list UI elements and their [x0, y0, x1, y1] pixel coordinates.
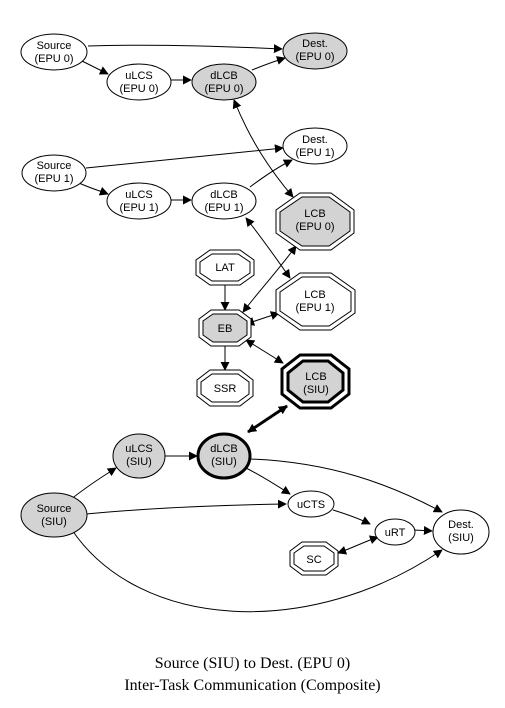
svg-text:Source: Source: [37, 503, 72, 515]
svg-text:(EPU 0): (EPU 0): [119, 83, 158, 95]
node-dest-epu1: Dest. (EPU 1): [282, 127, 348, 165]
node-lcb-epu1: LCB (EPU 1): [275, 272, 356, 331]
edge-source-epu0-to-dest-epu0: [87, 44, 283, 54]
edge-sc-urt: [337, 535, 379, 555]
node-lat: LAT: [195, 249, 255, 286]
edge-eb-lcb-siu: [245, 339, 284, 364]
edge-source-siu-to-ucts: [85, 499, 287, 515]
svg-text:dLCB: dLCB: [210, 189, 238, 201]
svg-text:dLCB: dLCB: [210, 70, 238, 82]
edge-dlcb-siu-to-dest-siu: [249, 458, 443, 513]
edge-urt-to-dest-siu: [413, 526, 433, 536]
edge-source-siu-to-ulcs-siu: [69, 467, 117, 501]
svg-text:uRT: uRT: [385, 527, 406, 539]
svg-text:uLCS: uLCS: [125, 70, 153, 82]
edge-dlcb-siu-lcb-siu: [247, 404, 288, 434]
svg-text:(EPU 1): (EPU 1): [34, 173, 73, 185]
edge-source-epu0-to-ulcs-epu0: [79, 59, 109, 75]
node-dlcb-epu0: dLCB (EPU 0): [191, 63, 257, 101]
node-source-epu0: Source (EPU 0): [20, 33, 88, 71]
svg-text:LAT: LAT: [215, 262, 235, 274]
svg-text:(SIU): (SIU): [41, 516, 67, 528]
svg-text:Dest.: Dest.: [302, 134, 328, 146]
node-ulcs-epu0: uLCS (EPU 0): [106, 63, 172, 101]
svg-text:(SIU): (SIU): [126, 456, 152, 468]
edge-source-epu1-to-ulcs-epu1: [78, 182, 109, 196]
svg-text:(EPU 0): (EPU 0): [34, 53, 73, 65]
edge-eb-lcb-epu0: [242, 245, 297, 313]
svg-text:(SIU): (SIU): [303, 384, 329, 396]
node-ulcs-siu: uLCS (SIU): [112, 433, 166, 479]
svg-text:SSR: SSR: [214, 383, 237, 395]
svg-text:LCB: LCB: [304, 208, 325, 220]
node-dest-epu0: Dest. (EPU 0): [282, 32, 348, 70]
node-lcb-epu0: LCB (EPU 0): [275, 192, 355, 251]
node-dlcb-siu: dLCB (SIU): [196, 432, 252, 480]
node-urt: uRT: [374, 518, 416, 546]
svg-text:LCB: LCB: [305, 371, 326, 383]
node-sc: SC: [289, 541, 339, 576]
edge-dlcb-epu0-to-dest-epu0: [251, 56, 286, 71]
svg-text:(EPU 0): (EPU 0): [295, 51, 334, 63]
svg-text:Dest.: Dest.: [448, 519, 474, 531]
svg-text:(SIU): (SIU): [211, 456, 237, 468]
diagram-caption-subtitle: Inter-Task Communication (Composite): [124, 677, 381, 694]
node-eb: EB: [198, 309, 252, 347]
svg-text:SC: SC: [306, 554, 321, 566]
node-ucts: uCTS: [287, 490, 335, 518]
svg-text:(SIU): (SIU): [448, 532, 474, 544]
edge-dlcb-siu-to-ucts: [245, 467, 291, 495]
svg-text:EB: EB: [218, 323, 233, 335]
svg-text:(EPU 1): (EPU 1): [295, 302, 334, 314]
svg-text:uLCS: uLCS: [125, 443, 153, 455]
diagram-caption-title: Source (SIU) to Dest. (EPU 0): [154, 655, 351, 672]
node-dest-siu: Dest. (SIU): [432, 509, 490, 555]
edge-ucts-to-urt: [332, 509, 371, 525]
node-ssr: SSR: [196, 369, 254, 407]
communication-graph: Source (EPU 0) uLCS (EPU 0) dLCB (EPU 0)…: [20, 32, 490, 613]
svg-text:(EPU 0): (EPU 0): [204, 83, 243, 95]
svg-text:Dest.: Dest.: [302, 38, 328, 50]
svg-text:dLCB: dLCB: [210, 443, 238, 455]
svg-text:(EPU 0): (EPU 0): [295, 221, 334, 233]
svg-text:LCB: LCB: [304, 289, 325, 301]
node-source-epu1: Source (EPU 1): [21, 154, 87, 192]
svg-text:(EPU 1): (EPU 1): [119, 202, 158, 214]
svg-text:uCTS: uCTS: [297, 499, 325, 511]
node-source-siu: Source (SIU): [20, 492, 88, 538]
node-ulcs-epu1: uLCS (EPU 1): [106, 182, 172, 220]
edge-source-epu1-to-dest-epu1: [85, 144, 284, 169]
svg-text:Source: Source: [37, 160, 72, 172]
node-dlcb-epu1: dLCB (EPU 1): [191, 182, 257, 220]
svg-text:(EPU 1): (EPU 1): [204, 202, 243, 214]
node-lcb-siu: LCB (SIU): [280, 353, 351, 410]
svg-text:(EPU 1): (EPU 1): [295, 147, 334, 159]
edge-dlcb-epu0-lcb-epu0: [232, 99, 294, 198]
edge-dlcb-epu1-to-dest-epu1: [249, 159, 293, 188]
svg-text:uLCS: uLCS: [125, 189, 153, 201]
svg-text:Source: Source: [37, 40, 72, 52]
edge-source-siu-to-dest-siu: [71, 529, 443, 613]
